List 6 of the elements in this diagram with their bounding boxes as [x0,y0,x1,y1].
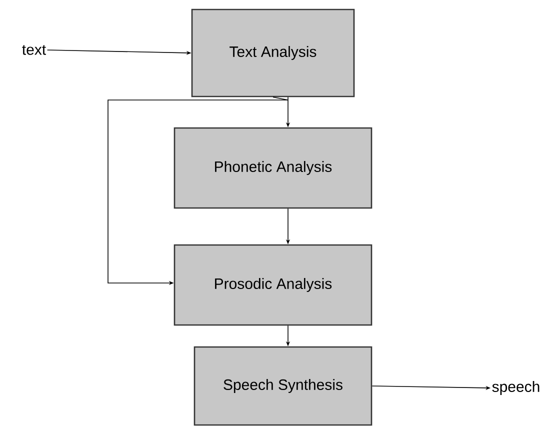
process-box: Speech Synthesis [194,346,372,426]
process-box: Text Analysis [191,8,355,98]
io-label: text [22,45,46,55]
io-label: speech [492,381,540,395]
process-box: Phonetic Analysis [174,127,372,209]
process-box: Prosodic Analysis [174,244,372,326]
